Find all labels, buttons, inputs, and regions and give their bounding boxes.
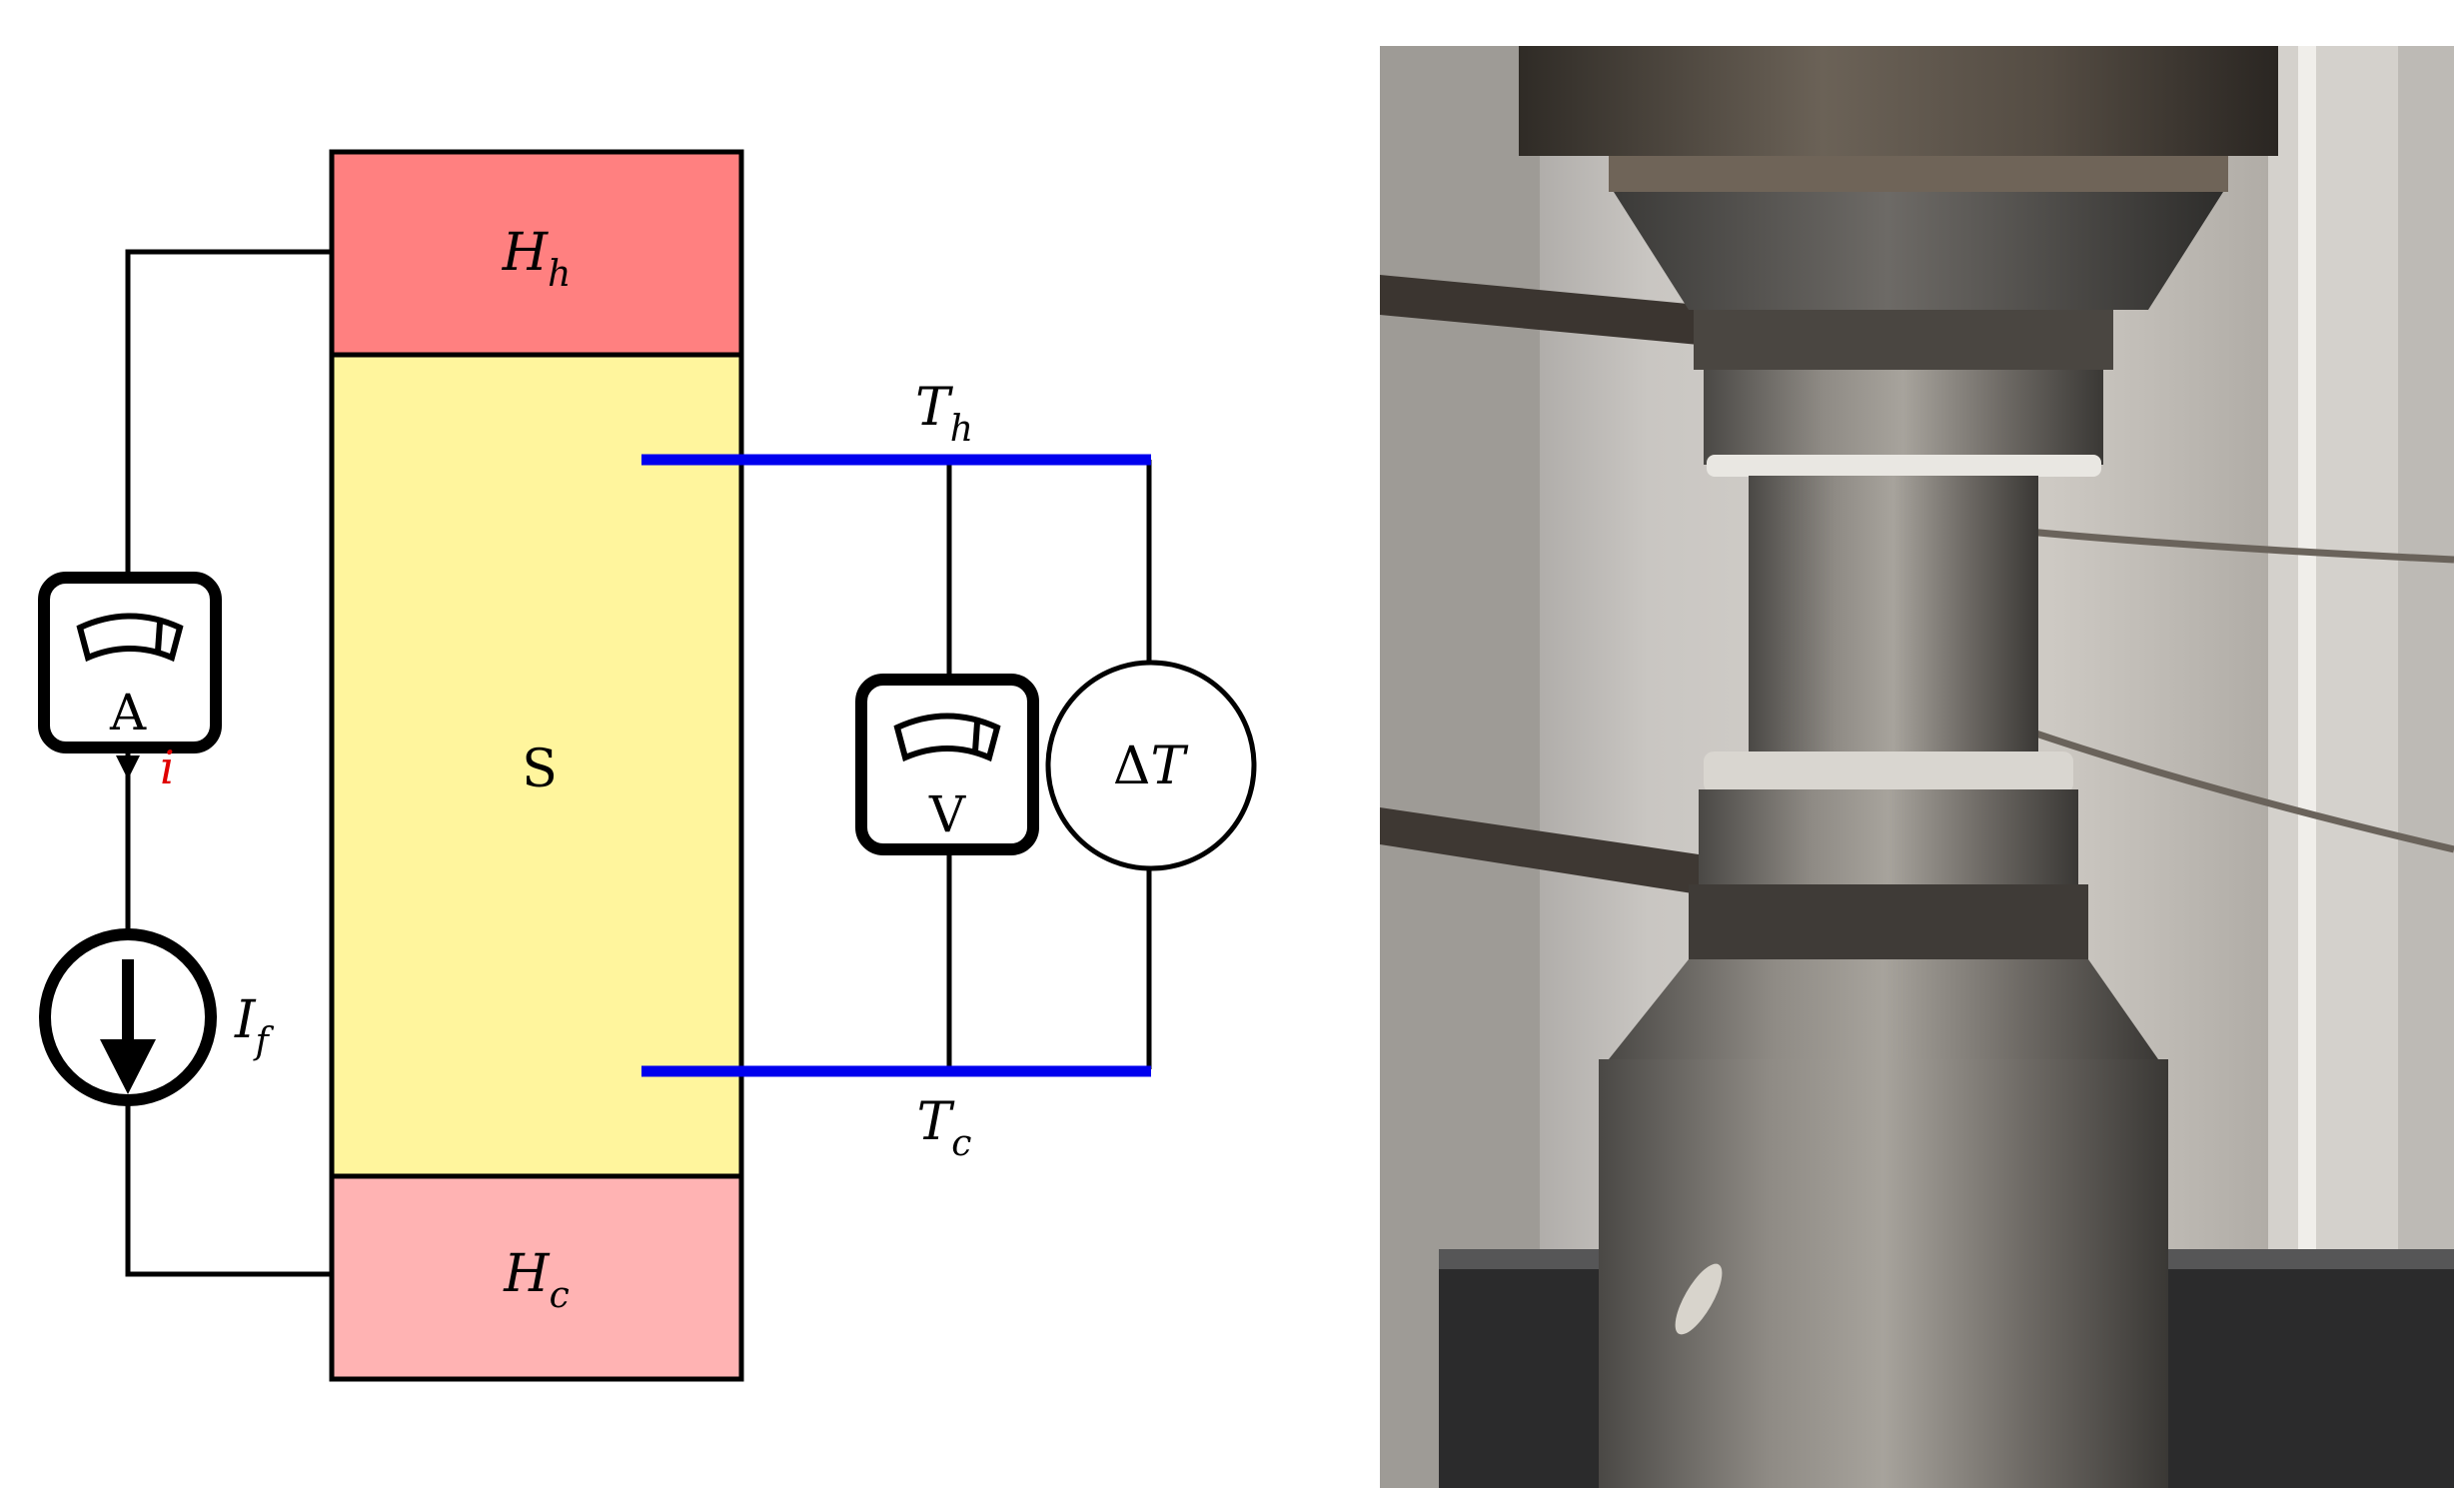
voltmeter: V — [855, 674, 1039, 855]
circuit-diagram: Hh S Hc A i — [38, 149, 1257, 1382]
wire-left-top — [125, 249, 332, 578]
specimen-cylinder — [1749, 476, 2038, 755]
hot-probe-label: Th — [915, 378, 973, 450]
current-source-label: If — [234, 990, 275, 1062]
voltmeter-needle-icon — [972, 722, 980, 752]
left-upper-rod — [1380, 275, 1699, 345]
sample-photo — [1380, 46, 2454, 1488]
wire-left-bottom — [125, 1099, 332, 1277]
ammeter-dial-icon — [76, 613, 184, 663]
heater-cold-label: Hc — [503, 1244, 570, 1316]
upper-thermocouple-wire — [2027, 528, 2454, 564]
sample-label: S — [522, 740, 558, 799]
current-arrow-icon — [116, 755, 140, 779]
left-lower-rod — [1380, 807, 1699, 894]
sample-block: S — [329, 352, 744, 1179]
voltmeter-dial-icon — [893, 713, 1001, 762]
current-label: i — [160, 741, 175, 794]
ammeter-needle-icon — [155, 622, 163, 653]
voltmeter-label: V — [928, 785, 966, 843]
delta-t-meter: ΔT — [1045, 660, 1257, 871]
current-source: If — [39, 928, 275, 1106]
heater-hot-block: Hh — [329, 149, 744, 358]
heater-hot-label: Hh — [502, 223, 572, 295]
ammeter: A i — [38, 572, 222, 794]
lower-thermocouple-wire — [2016, 724, 2454, 853]
ammeter-label: A — [109, 684, 147, 742]
heater-cold-block: Hc — [329, 1173, 744, 1382]
cold-probe-label: Tc — [917, 1092, 972, 1164]
delta-t-label: ΔT — [1113, 737, 1189, 796]
